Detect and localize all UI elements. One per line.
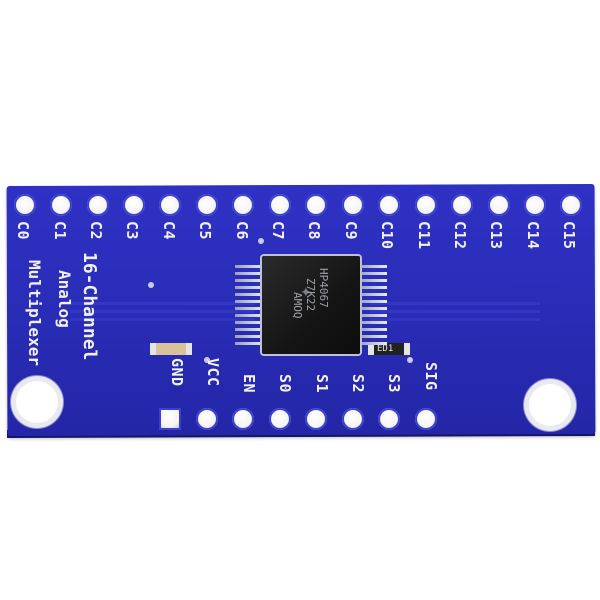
- pin-pad-c9: [342, 194, 364, 216]
- pin-label-s2: S2: [349, 374, 367, 394]
- pin-label-c5: C5: [196, 221, 214, 241]
- pin-label-s1: S1: [313, 374, 331, 394]
- pin-pad-s1: [305, 408, 327, 430]
- pcb-trace: [70, 310, 255, 313]
- pin-label-sig: SIG: [422, 362, 440, 391]
- pin-pad-c2: [87, 194, 109, 216]
- pin-pad-s3: [378, 408, 400, 430]
- board-title-line1: 16-Channel: [79, 252, 100, 361]
- pin-label-c12: C12: [451, 221, 469, 250]
- pin-label-c2: C2: [87, 221, 105, 241]
- pcb-trace: [370, 318, 540, 321]
- pin-label-s3: S3: [385, 374, 403, 394]
- pin-label-en: EN: [240, 374, 258, 394]
- via: [148, 282, 154, 288]
- pin-pad-s2: [342, 408, 364, 430]
- manufacturer-logo-icon: ✦: [300, 285, 312, 301]
- resistor-marking: ED1: [377, 344, 394, 354]
- pin-label-c15: C15: [560, 221, 578, 250]
- pin-label-c11: C11: [415, 221, 433, 250]
- chip-marking-line2: Z7K22: [304, 278, 317, 312]
- pin-pad-c14: [524, 194, 546, 216]
- pin-label-c10: C10: [378, 221, 396, 250]
- pin-pad-c5: [196, 194, 218, 216]
- chip-pin-rows: [235, 263, 387, 349]
- mounting-hole-left: [16, 381, 58, 423]
- pin-label-c0: C0: [14, 221, 32, 241]
- pin-label-c8: C8: [305, 221, 323, 241]
- pin-label-s0: S0: [276, 374, 294, 394]
- pin-label-c6: C6: [233, 221, 251, 241]
- pin-pad-c4: [159, 194, 181, 216]
- board-title-line2: Analog: [55, 270, 74, 328]
- smd-resistor-left: [150, 343, 192, 355]
- pin-label-c4: C4: [160, 221, 178, 241]
- pin-pad-c12: [451, 194, 473, 216]
- pcb-trace: [370, 310, 540, 313]
- pin-pad-s0: [269, 408, 291, 430]
- pin-label-c9: C9: [342, 221, 360, 241]
- board-title-line3: Multiplexer: [25, 260, 44, 366]
- pcb-trace: [70, 318, 255, 321]
- via: [258, 238, 264, 244]
- pin-label-c14: C14: [524, 221, 542, 250]
- mounting-hole-right: [529, 384, 571, 426]
- pin-pad-vcc: [196, 408, 218, 430]
- pcb-trace: [370, 302, 540, 305]
- pin-pad-en: [232, 408, 254, 430]
- pin-pad-c7: [269, 194, 291, 216]
- chip-marking-line3: AMOQ: [291, 292, 304, 319]
- pin-pad-c6: [232, 194, 254, 216]
- pcb-trace: [70, 302, 255, 305]
- pin-pad-c10: [378, 194, 400, 216]
- pin-pad-c1: [50, 194, 72, 216]
- pin-pad-sig: [415, 408, 437, 430]
- pin-pad-c3: [123, 194, 145, 216]
- pin-pad-c0: [14, 194, 36, 216]
- pin-label-c13: C13: [487, 221, 505, 250]
- pin-pad-gnd: [159, 408, 181, 430]
- pin-label-gnd: GND: [168, 358, 186, 387]
- pin-pad-c11: [415, 194, 437, 216]
- via: [204, 357, 210, 363]
- pin-pad-c13: [488, 194, 510, 216]
- pin-pad-c8: [305, 194, 327, 216]
- chip-marking-line1: HP4067: [317, 268, 330, 308]
- pin-label-vcc: VCC: [204, 358, 222, 387]
- smd-resistor-right: ED1: [368, 343, 410, 355]
- multiplexer-ic-chip: [262, 256, 360, 354]
- pin-pad-c15: [560, 194, 582, 216]
- pin-label-c1: C1: [51, 221, 69, 241]
- pin-label-c3: C3: [123, 221, 141, 241]
- via: [407, 357, 413, 363]
- pin-label-c7: C7: [269, 221, 287, 241]
